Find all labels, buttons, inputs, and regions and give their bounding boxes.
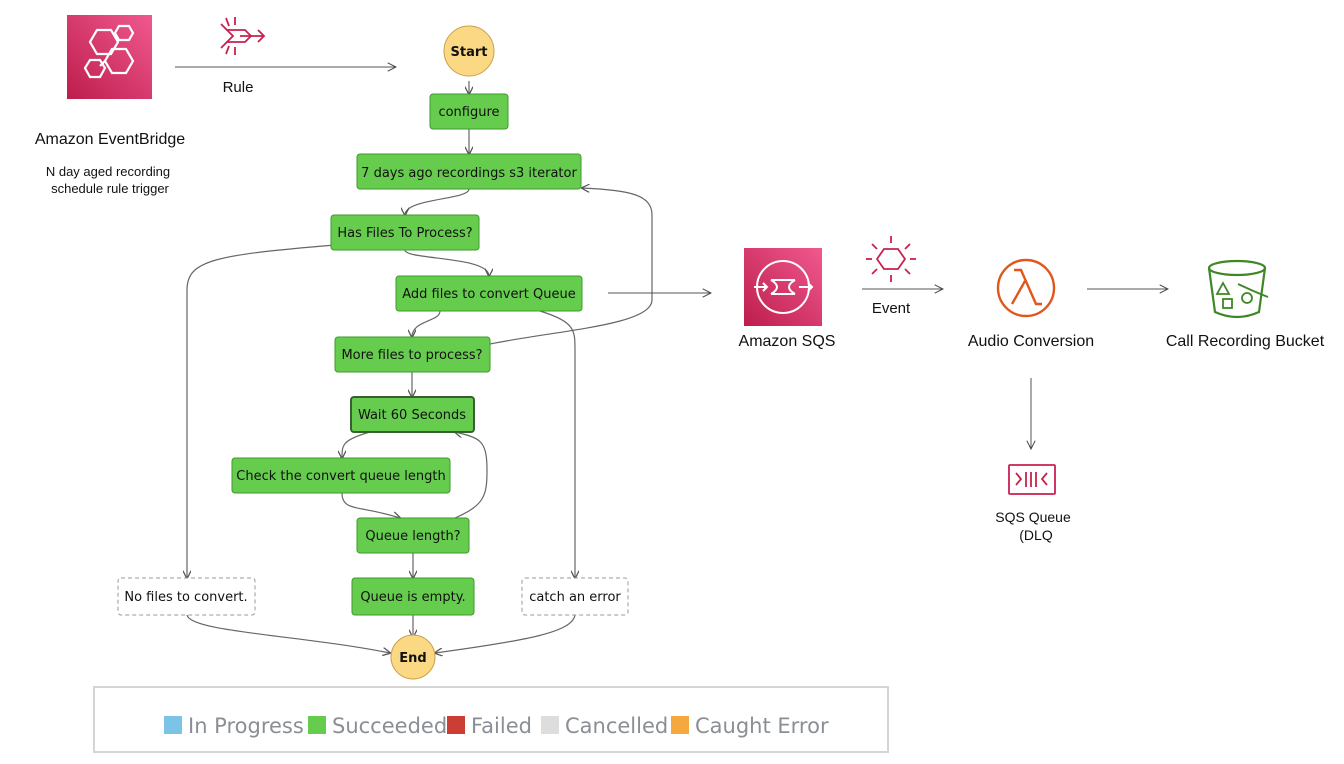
legend-item: Succeeded xyxy=(308,714,447,738)
svg-text:More files to process?: More files to process? xyxy=(341,348,482,363)
step-has-files[interactable]: Has Files To Process? xyxy=(330,214,480,251)
legend-label: Caught Error xyxy=(695,714,829,738)
dlq-label-line1: SQS Queue xyxy=(995,509,1071,525)
legend-swatch xyxy=(671,716,689,734)
legend-swatch xyxy=(541,716,559,734)
end-node[interactable]: End xyxy=(390,634,436,680)
svg-text:catch an error: catch an error xyxy=(529,590,621,605)
sqs-label: Amazon SQS xyxy=(739,333,836,350)
legend-item: Failed xyxy=(447,714,532,738)
start-label: Start xyxy=(451,45,488,60)
rule-icon xyxy=(220,17,266,55)
legend-label: Cancelled xyxy=(565,714,668,738)
svg-text:No files to convert.: No files to convert. xyxy=(124,590,247,605)
svg-text:Queue is empty.: Queue is empty. xyxy=(360,590,465,605)
step-catch-error[interactable]: catch an error xyxy=(521,577,629,616)
legend-label: Succeeded xyxy=(332,714,447,738)
s3-bucket-icon xyxy=(1207,259,1269,319)
legend-label: Failed xyxy=(471,714,532,738)
eventbridge-title: Amazon EventBridge xyxy=(35,131,185,148)
status-legend: In Progress Succeeded Failed Cancelled Caugh… xyxy=(93,686,889,753)
legend-swatch xyxy=(308,716,326,734)
start-node[interactable]: Start xyxy=(443,25,495,77)
eventbridge-desc-line2: schedule rule trigger xyxy=(51,181,169,196)
bucket-label: Call Recording Bucket xyxy=(1166,333,1325,350)
dlq-label-line2: (DLQ xyxy=(1019,527,1053,543)
step-queue-length[interactable]: Queue length? xyxy=(356,517,470,554)
legend-swatch xyxy=(164,716,182,734)
legend-swatch xyxy=(447,716,465,734)
sqs-icon xyxy=(744,248,822,326)
legend-item: Caught Error xyxy=(671,714,829,738)
eventbridge-desc-line1: N day aged recording xyxy=(46,164,170,179)
legend-label: In Progress xyxy=(188,714,304,738)
sqs-queue-icon xyxy=(1008,464,1056,495)
step-more-files[interactable]: More files to process? xyxy=(334,336,491,373)
eventbridge-icon xyxy=(67,15,152,99)
legend-item: Cancelled xyxy=(541,714,668,738)
lambda-label: Audio Conversion xyxy=(968,333,1094,350)
step-no-files[interactable]: No files to convert. xyxy=(117,577,256,616)
event-label: Event xyxy=(872,300,911,317)
step-wait-60-seconds[interactable]: Wait 60 Seconds xyxy=(350,396,475,433)
svg-text:7 days ago recordings s3 itera: 7 days ago recordings s3 iterator xyxy=(361,166,577,181)
step-s3-iterator[interactable]: 7 days ago recordings s3 iterator xyxy=(356,153,582,190)
svg-text:Add files to convert Queue: Add files to convert Queue xyxy=(402,287,576,302)
svg-text:Queue length?: Queue length? xyxy=(365,529,460,544)
step-check-queue-length[interactable]: Check the convert queue length xyxy=(231,457,451,494)
step-queue-empty[interactable]: Queue is empty. xyxy=(351,577,475,616)
end-label: End xyxy=(399,651,426,666)
legend-item: In Progress xyxy=(164,714,304,738)
workflow-edges xyxy=(187,81,653,653)
svg-text:configure: configure xyxy=(438,105,499,120)
svg-text:Wait 60 Seconds: Wait 60 Seconds xyxy=(358,408,466,423)
step-configure[interactable]: configure xyxy=(429,93,509,130)
lambda-icon xyxy=(996,258,1056,318)
svg-text:Has Files To Process?: Has Files To Process? xyxy=(337,226,472,241)
svg-text:Check the convert queue length: Check the convert queue length xyxy=(236,469,446,484)
step-add-files-queue[interactable]: Add files to convert Queue xyxy=(395,275,583,312)
rule-label: Rule xyxy=(223,79,254,96)
event-icon xyxy=(866,236,916,282)
